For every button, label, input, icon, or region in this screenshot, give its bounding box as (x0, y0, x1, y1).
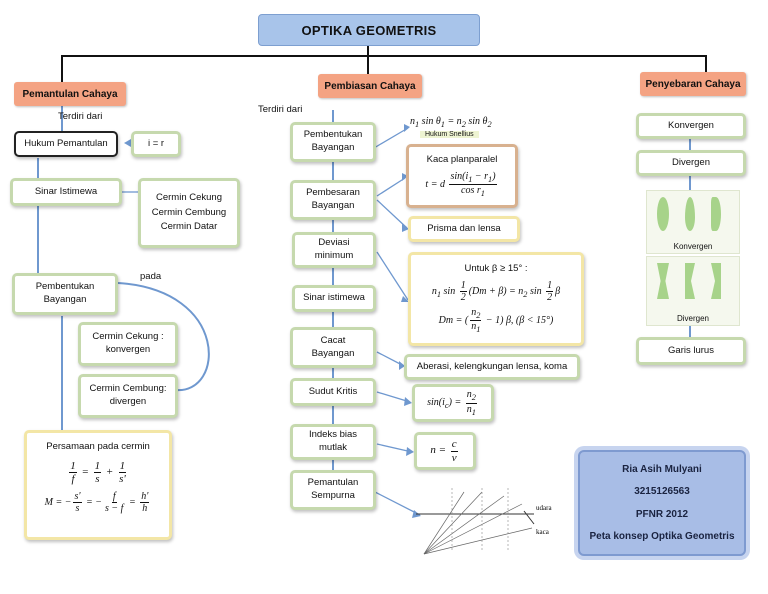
snell-caption: Hukum Snellius (420, 131, 479, 138)
tir-glass-label: kaca (536, 528, 550, 536)
snell-formula: n1 sin θ1 = n2 sin θ2 (410, 116, 492, 129)
refraction-node-aberration[interactable]: Cacat Bayangan (290, 327, 376, 368)
total-reflection-diagram: udara kaca (416, 488, 552, 555)
author-caption: Peta konsep Optika Geometris (589, 531, 735, 543)
page-title: OPTIKA GEOMETRIS (258, 14, 480, 46)
tir-air-label: udara (536, 504, 552, 512)
aberration-node[interactable]: Aberasi, kelengkungan lensa, koma (404, 354, 580, 380)
refraction-node-total-reflection[interactable]: Pemantulan Sempurna (290, 470, 376, 510)
category-refraction[interactable]: Pembiasan Cahaya (318, 74, 422, 98)
image-formation-reflection-node[interactable]: Pembentukan Bayangan (12, 273, 118, 315)
deviation-condition: Untuk β ≥ 15° : (464, 263, 528, 275)
refraction-node-refractive-index[interactable]: Indeks bias mutlak (290, 424, 376, 460)
author-name: Ria Asih Mulyani (622, 463, 702, 475)
plan-parallel-formula: t = d sin(i1 − r1)cos r1 (425, 170, 497, 198)
dispersion-converging[interactable]: Konvergen (636, 113, 746, 139)
pada-label: pada (140, 271, 162, 282)
author-program: PFNR 2012 (635, 508, 689, 520)
terdiri-label-left: Terdiri dari (58, 111, 103, 122)
refraction-node-critical-angle[interactable]: Sudut Kritis (290, 378, 376, 406)
plan-parallel-node[interactable]: Kaca planparalel t = d sin(i1 − r1)cos r… (406, 144, 518, 208)
convex-diverging-node[interactable]: Cermin Cembung: divergen (78, 374, 178, 418)
diverging-lens-thumbnail: Divergen (646, 256, 740, 326)
category-dispersion[interactable]: Penyebaran Cahaya (640, 72, 746, 96)
concave-converging-node[interactable]: Cermin Cekung : konvergen (78, 322, 178, 366)
mirror-equation-title: Persamaan pada cermin (46, 441, 150, 452)
mirror-type-convex: Cermin Cembung (151, 206, 227, 218)
category-reflection[interactable]: Pemantulan Cahaya (14, 82, 126, 106)
dispersion-diverging[interactable]: Divergen (636, 150, 746, 176)
law-of-reflection-node[interactable]: Hukum Pemantulan (14, 131, 118, 157)
refraction-node-image-formation[interactable]: Pembentukan Bayangan (290, 122, 376, 162)
converging-lens-thumbnail: Konvergen (646, 190, 740, 254)
prism-lens-node[interactable]: Prisma dan lensa (408, 216, 520, 242)
mirror-types-node[interactable]: Cermin Cekung Cermin Cembung Cermin Data… (138, 178, 240, 248)
refraction-node-magnification[interactable]: Pembesaran Bayangan (290, 180, 376, 220)
diverging-thumb-caption: Divergen (676, 314, 709, 323)
special-rays-node[interactable]: Sinar Istimewa (10, 178, 122, 206)
refraction-node-special-rays[interactable]: Sinar istimewa (292, 285, 376, 312)
law-of-reflection-value[interactable]: i = r (131, 131, 181, 157)
dispersion-straight-line[interactable]: Garis lurus (636, 337, 746, 365)
author-id: 3215126563 (634, 486, 690, 498)
refraction-node-min-deviation[interactable]: Deviasi minimum (292, 232, 376, 268)
mirror-type-concave: Cermin Cekung (156, 191, 222, 203)
terdiri-label-mid: Terdiri dari (258, 104, 303, 115)
author-card: Ria Asih Mulyani 3215126563 PFNR 2012 Pe… (578, 450, 746, 556)
mirror-type-plane: Cermin Datar (160, 221, 218, 233)
plan-parallel-title: Kaca planparalel (426, 153, 498, 165)
converging-thumb-caption: Konvergen (673, 242, 713, 251)
